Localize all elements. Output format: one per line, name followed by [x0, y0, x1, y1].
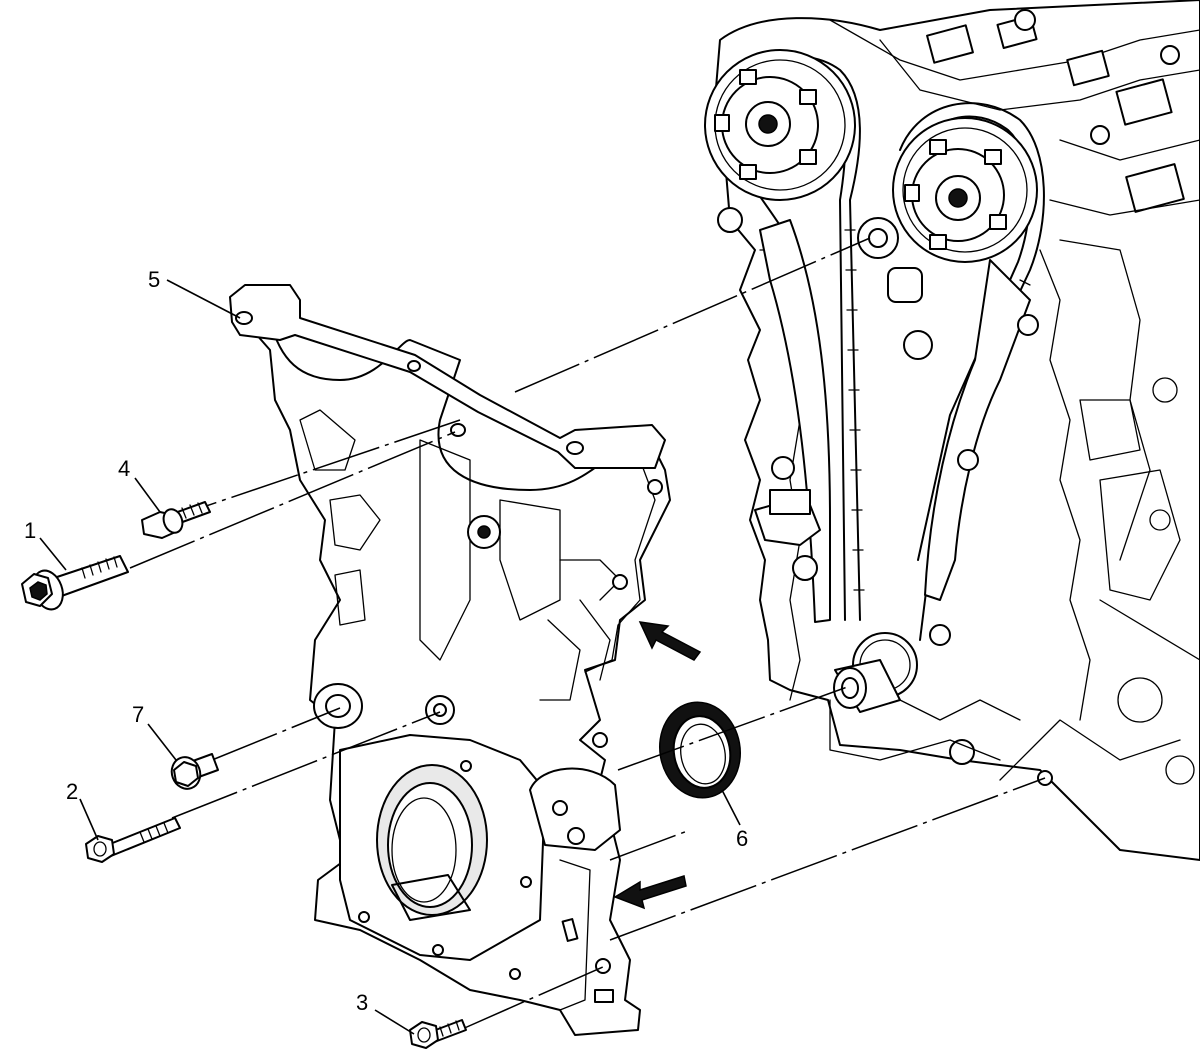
engine-front-cover [234, 309, 671, 1036]
engine-block [704, 0, 1200, 861]
alignment-lines [129, 237, 1046, 1031]
arrow-lower-icon [613, 875, 687, 910]
crank-sprocket [833, 632, 918, 713]
callout-4: 4 [118, 456, 130, 481]
right-cam-sprocket [892, 117, 1038, 263]
callout-3: 3 [356, 990, 368, 1015]
left-cam-sprocket [704, 49, 856, 201]
bolt-7-icon [170, 753, 219, 790]
callout-6: 6 [736, 826, 748, 851]
callout-2: 2 [66, 779, 78, 804]
crankshaft-front-oil-seal [658, 701, 742, 799]
callout-1: 1 [24, 518, 36, 543]
callout-leaders [39, 279, 741, 1035]
bolt-3-icon [409, 1019, 467, 1049]
arrow-upper-icon [638, 621, 702, 661]
callout-7: 7 [132, 702, 144, 727]
stud-4-icon [141, 501, 211, 539]
callout-5: 5 [148, 267, 160, 292]
callout-labels: 1 2 3 4 5 6 7 [24, 267, 748, 1015]
front-cover-gasket [229, 284, 666, 469]
bolt-2-icon [85, 817, 181, 863]
bolt-1-icon [21, 555, 129, 611]
